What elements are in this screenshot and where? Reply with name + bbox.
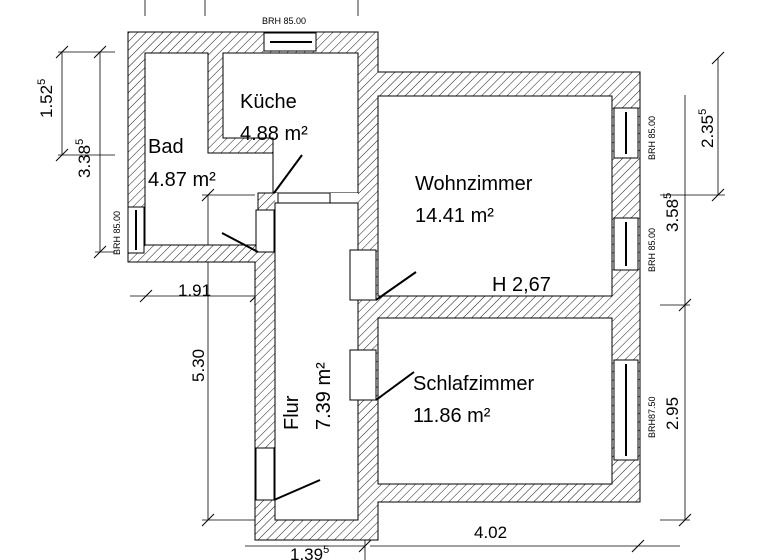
brh-kitchen-top: BRH 85.00 (262, 16, 306, 26)
brh-wohn-upper: BRH 85.00 (647, 116, 657, 160)
kueche-name: Küche (240, 91, 297, 113)
dim-right-upper: 2.355 (697, 109, 717, 148)
dim-bad-width: 1.91 (178, 281, 211, 300)
dim-left-total: 3.385 (74, 139, 94, 178)
dim-flur-height: 5.30 (189, 349, 208, 382)
height-label: H 2,67 (492, 274, 551, 296)
wohnzimmer-name: Wohnzimmer (415, 173, 533, 195)
doors (221, 154, 417, 501)
dim-bottom-width: 4.02 (474, 523, 507, 542)
bad-name: Bad (148, 136, 184, 158)
windows (127, 32, 639, 461)
dim-bottom-left: 1.395 (290, 544, 329, 560)
flur-name: Flur (281, 395, 303, 430)
brh-bad-left: BRH 85.00 (112, 211, 122, 255)
dim-right-lower: 2.95 (663, 397, 682, 430)
kueche-area: 4.88 m² (240, 123, 308, 145)
flur-area: 7.39 m² (313, 362, 335, 430)
brh-wohn-lower: BRH 85.00 (647, 228, 657, 272)
dim-left-upper: 1.525 (36, 79, 56, 118)
bad-area: 4.87 m² (148, 169, 216, 191)
brh-schlaf: BRH87.50 (647, 396, 657, 438)
dimension-lines (55, 0, 725, 560)
schlafzimmer-name: Schlafzimmer (413, 373, 534, 395)
schlafzimmer-area: 11.86 m² (413, 405, 491, 427)
wohnzimmer-area: 14.41 m² (415, 205, 494, 227)
dim-right-middle: 3.585 (662, 193, 682, 232)
